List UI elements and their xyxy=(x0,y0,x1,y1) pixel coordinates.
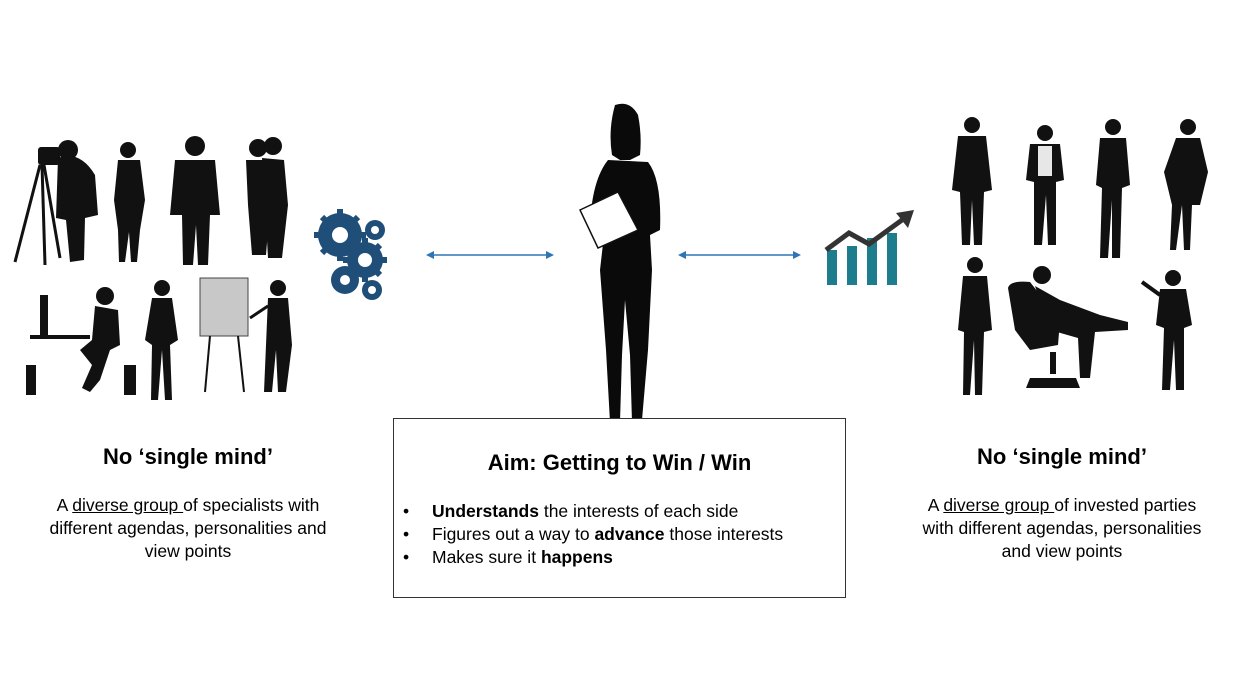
businessman-silhouette xyxy=(1026,125,1064,245)
right-description: A diverse group of invested parties with… xyxy=(892,494,1232,563)
double-arrow-icon xyxy=(426,251,554,259)
desc-line3: view points xyxy=(144,541,232,561)
presenter-silhouette xyxy=(199,277,292,393)
bullet-item: Understands the interests of each side xyxy=(403,500,783,523)
bullet-item: Makes sure it happens xyxy=(403,546,783,569)
woman-silhouette xyxy=(114,142,145,262)
businessman-silhouette xyxy=(952,117,992,245)
two-women-silhouette xyxy=(246,137,288,258)
left-description: A diverse group of specialists with diff… xyxy=(18,494,358,563)
seated-businessman-silhouette xyxy=(1008,266,1128,388)
photographer-silhouette xyxy=(13,140,98,266)
right-heading: No ‘single mind’ xyxy=(977,444,1147,469)
businesswoman-silhouette xyxy=(1164,119,1208,250)
desc-line1: of invested parties xyxy=(1054,495,1197,515)
businessman-pointing-silhouette xyxy=(1140,270,1192,390)
businesswoman-silhouette xyxy=(958,257,992,395)
businesswoman-silhouette xyxy=(1096,119,1130,258)
computer-worker-silhouette xyxy=(26,287,136,395)
desc-underlined: diverse group xyxy=(943,495,1055,515)
desc-underlined: diverse group xyxy=(72,495,184,515)
double-arrow-icon xyxy=(678,251,801,259)
desc-prefix: A xyxy=(927,495,944,515)
left-heading: No ‘single mind’ xyxy=(103,444,273,469)
desc-line2: different agendas, personalities and xyxy=(49,518,327,538)
gears-icon xyxy=(314,209,387,300)
desc-line1: of specialists with xyxy=(183,495,320,515)
woman-in-dress-silhouette xyxy=(145,280,178,400)
desc-line3: and view points xyxy=(1001,541,1123,561)
aim-title: Aim: Getting to Win / Win xyxy=(487,450,752,475)
bullet-item: Figures out a way to advance those inter… xyxy=(403,523,783,546)
growth-chart-icon xyxy=(824,210,914,285)
desc-prefix: A xyxy=(56,495,73,515)
aim-bullets: Understands the interests of each side F… xyxy=(403,500,783,569)
aim-box: Aim: Getting to Win / Win Understands th… xyxy=(393,418,846,598)
central-woman-silhouette xyxy=(579,103,661,432)
businessman-silhouette xyxy=(170,136,220,265)
desc-line2: with different agendas, personalities xyxy=(922,518,1202,538)
